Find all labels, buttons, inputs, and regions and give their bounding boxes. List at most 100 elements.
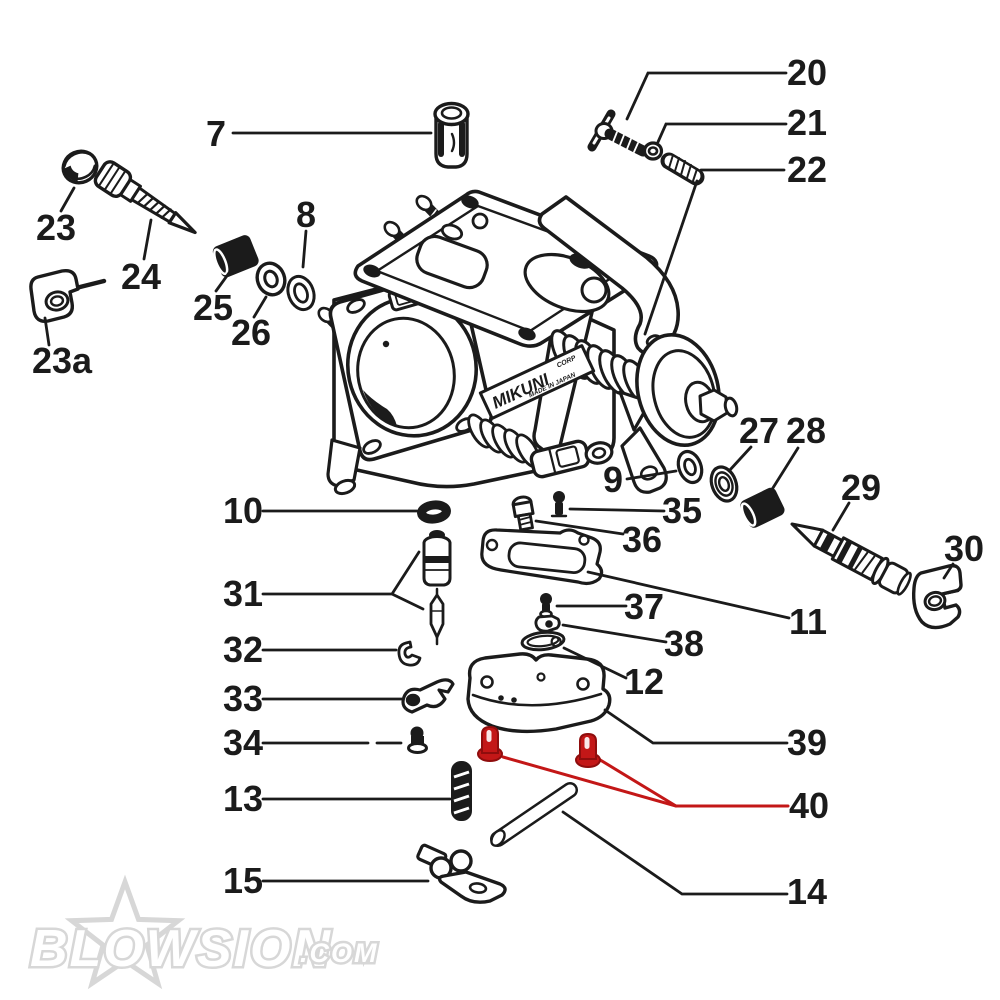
thread-band: [836, 540, 852, 563]
bowl-dot: [498, 695, 504, 701]
bushing-body: [740, 487, 785, 528]
leader-40-branch: [501, 755, 678, 808]
bushing-end-hl: [740, 502, 757, 527]
leader-8: [301, 229, 308, 269]
leader-11: [586, 570, 791, 620]
thread-tick: [148, 200, 161, 212]
leader-27: [727, 445, 753, 473]
bracket-hole-inner: [927, 595, 943, 607]
label-30: 30: [944, 528, 984, 569]
part-11-gasket: [480, 528, 604, 586]
clevis-inner: [555, 445, 580, 468]
needle-tip: [167, 211, 197, 235]
hex-nut: [698, 388, 729, 423]
label-39: 39: [787, 722, 827, 763]
part-37-screw: [539, 593, 553, 619]
plate-corner-dot: [518, 327, 536, 341]
leader-31: [261, 550, 425, 611]
logo-band: [478, 344, 596, 420]
washer-outer: [255, 261, 287, 297]
washer-outer: [676, 449, 704, 485]
thread-tick: [137, 193, 149, 204]
gasket-opening: [507, 541, 587, 575]
leader-lines: [43, 71, 955, 896]
label-31: 31: [223, 573, 263, 614]
arm-hole: [405, 693, 421, 707]
valve-body: [422, 541, 452, 587]
knurl-tick: [110, 171, 126, 194]
watermark-star-icon: [64, 874, 186, 990]
coil-tick: [668, 154, 674, 169]
leader-40-branch: [595, 756, 678, 808]
part-30-bracket: [911, 563, 963, 630]
leader-22-assembly: [643, 179, 699, 336]
plate-round-hole: [580, 276, 608, 304]
thread-tick: [612, 131, 618, 143]
thread-tick: [518, 515, 532, 521]
part-40-screws-highlighted: [477, 725, 790, 808]
paddle-hole: [468, 882, 488, 894]
plate-small-hole: [440, 223, 464, 241]
leader-23: [59, 186, 76, 213]
label-29: 29: [841, 467, 881, 508]
label-33: 33: [223, 678, 263, 719]
label-37: 37: [624, 586, 664, 627]
bore-inner: [356, 316, 456, 430]
leader-12: [562, 646, 628, 680]
part-33-lever-arm: [401, 678, 455, 714]
leader-35: [568, 507, 666, 513]
part-29-adjuster-needle: [790, 522, 912, 596]
leader-23a: [43, 316, 51, 347]
coil-stripe: [453, 782, 470, 791]
washer-inner: [717, 476, 731, 492]
label-21: 21: [787, 102, 827, 143]
body-foot: [326, 438, 362, 488]
label-14: 14: [787, 871, 827, 912]
label-26: 26: [231, 312, 271, 353]
label-25: 25: [193, 287, 233, 328]
knurl-tick: [98, 163, 114, 186]
ring-end-hole: [550, 636, 562, 648]
leader-36: [534, 519, 625, 536]
watermark: BLOWSION .COM: [28, 874, 379, 990]
leader-39: [603, 708, 789, 745]
label-20: 20: [787, 52, 827, 93]
label-32: 32: [223, 629, 263, 670]
pin-end: [490, 829, 506, 847]
carburetor-body: MIKUNI CORP MADE IN JAPAN: [317, 189, 739, 496]
label-27: 27: [739, 410, 779, 451]
thread-tick: [518, 520, 533, 526]
stud-cap: [415, 194, 433, 212]
coil-stripe: [453, 794, 470, 803]
plug-cap-inner: [440, 106, 463, 120]
disc-lower-bracket: [620, 426, 668, 494]
plate-small-hole: [471, 212, 489, 230]
part-36-bolt: [511, 495, 535, 532]
screw-head: [553, 491, 565, 503]
leader-38: [561, 623, 668, 644]
thread-tick: [861, 555, 876, 574]
part-39-float-bowl: [466, 652, 612, 734]
leader-21: [656, 122, 788, 144]
leader-25: [214, 271, 231, 293]
part-9-washer: [676, 449, 704, 485]
bracket-arm: [537, 195, 680, 356]
clevis-line: [547, 447, 557, 475]
coil-tick: [686, 164, 692, 179]
thread-tick: [160, 208, 172, 219]
plug-slot: [450, 132, 456, 153]
washer-inner: [263, 269, 279, 289]
bore-dot: [382, 340, 390, 348]
part-26-washer: [255, 261, 287, 297]
red-screw: [477, 725, 503, 762]
part-35-screw: [550, 491, 568, 518]
bracket-hole-inner: [49, 295, 65, 307]
part-34-screw: [407, 726, 428, 754]
label-34: 34: [223, 722, 263, 763]
cap-shade: [64, 165, 79, 182]
ring-inner: [526, 634, 560, 648]
label-15: 15: [223, 860, 263, 901]
coil-tick: [692, 168, 698, 182]
thread-tick: [626, 138, 632, 150]
screw-body: [411, 736, 424, 747]
